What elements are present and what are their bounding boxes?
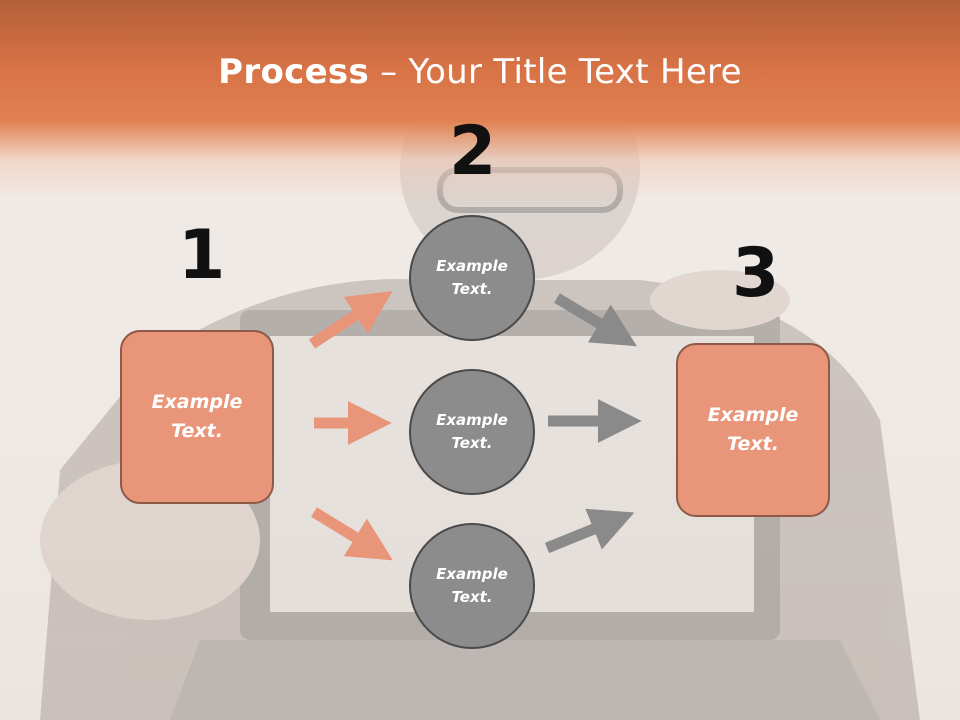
- step-box-1: Example Text.: [120, 330, 274, 504]
- circle-top: Example Text.: [409, 215, 535, 341]
- step-number-3: 3: [732, 234, 780, 313]
- title-dash: –: [369, 52, 409, 92]
- circle-top-text: Example Text.: [436, 257, 508, 298]
- circle-middle-text: Example Text.: [436, 411, 508, 452]
- slide-title: Process – Your Title Text Here: [0, 52, 960, 92]
- title-rest: Your Title Text Here: [408, 52, 742, 92]
- header-band: [0, 0, 960, 200]
- circle-middle: Example Text.: [409, 369, 535, 495]
- circle-bottom: Example Text.: [409, 523, 535, 649]
- step-box-3: Example Text.: [676, 343, 830, 517]
- title-bold: Process: [218, 52, 370, 92]
- circle-bottom-text: Example Text.: [436, 565, 508, 606]
- step-box-3-text: Example Text.: [707, 404, 799, 455]
- step-number-1: 1: [178, 216, 226, 295]
- arrow-from-top-circle: [554, 293, 637, 347]
- step-number-2: 2: [449, 112, 497, 191]
- arrow-to-top-circle: [308, 291, 393, 349]
- arrow-to-bottom-circle: [311, 507, 393, 561]
- step-box-1-text: Example Text.: [151, 391, 243, 442]
- arrow-from-bottom-circle: [544, 508, 635, 554]
